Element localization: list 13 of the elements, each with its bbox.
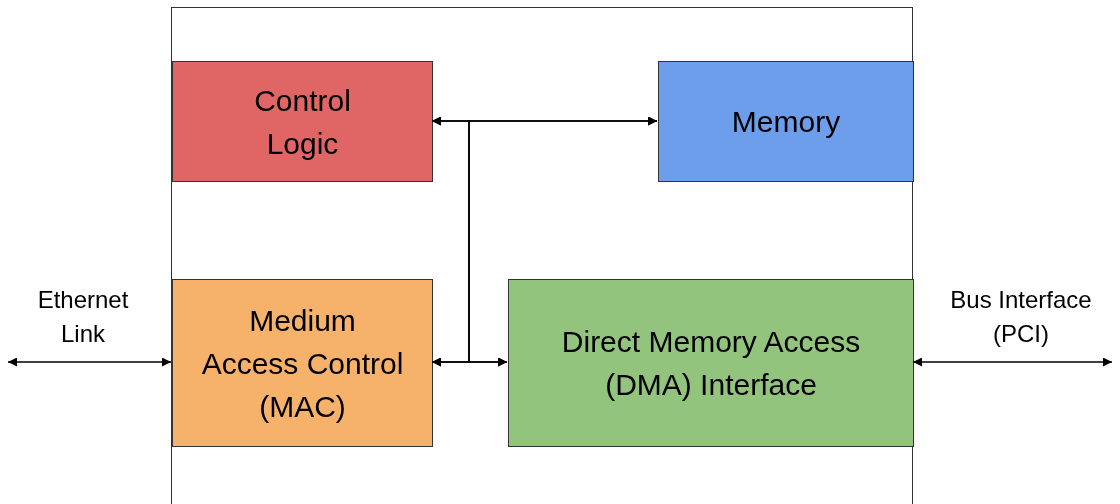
enclosure-box — [171, 7, 913, 504]
node-label: Medium Access Control (MAC) — [200, 302, 405, 425]
arrow — [431, 116, 470, 367]
node-label: Control Logic — [253, 82, 352, 162]
arrow — [7, 357, 172, 367]
process-box — [172, 61, 433, 182]
process-box — [658, 61, 914, 182]
node-label: Direct Memory Access (DMA) Interface — [560, 324, 862, 403]
arrow — [468, 116, 658, 367]
process-box — [172, 279, 433, 447]
process-box — [508, 279, 914, 447]
arrow — [912, 357, 1113, 367]
node-label: Memory — [730, 104, 842, 140]
